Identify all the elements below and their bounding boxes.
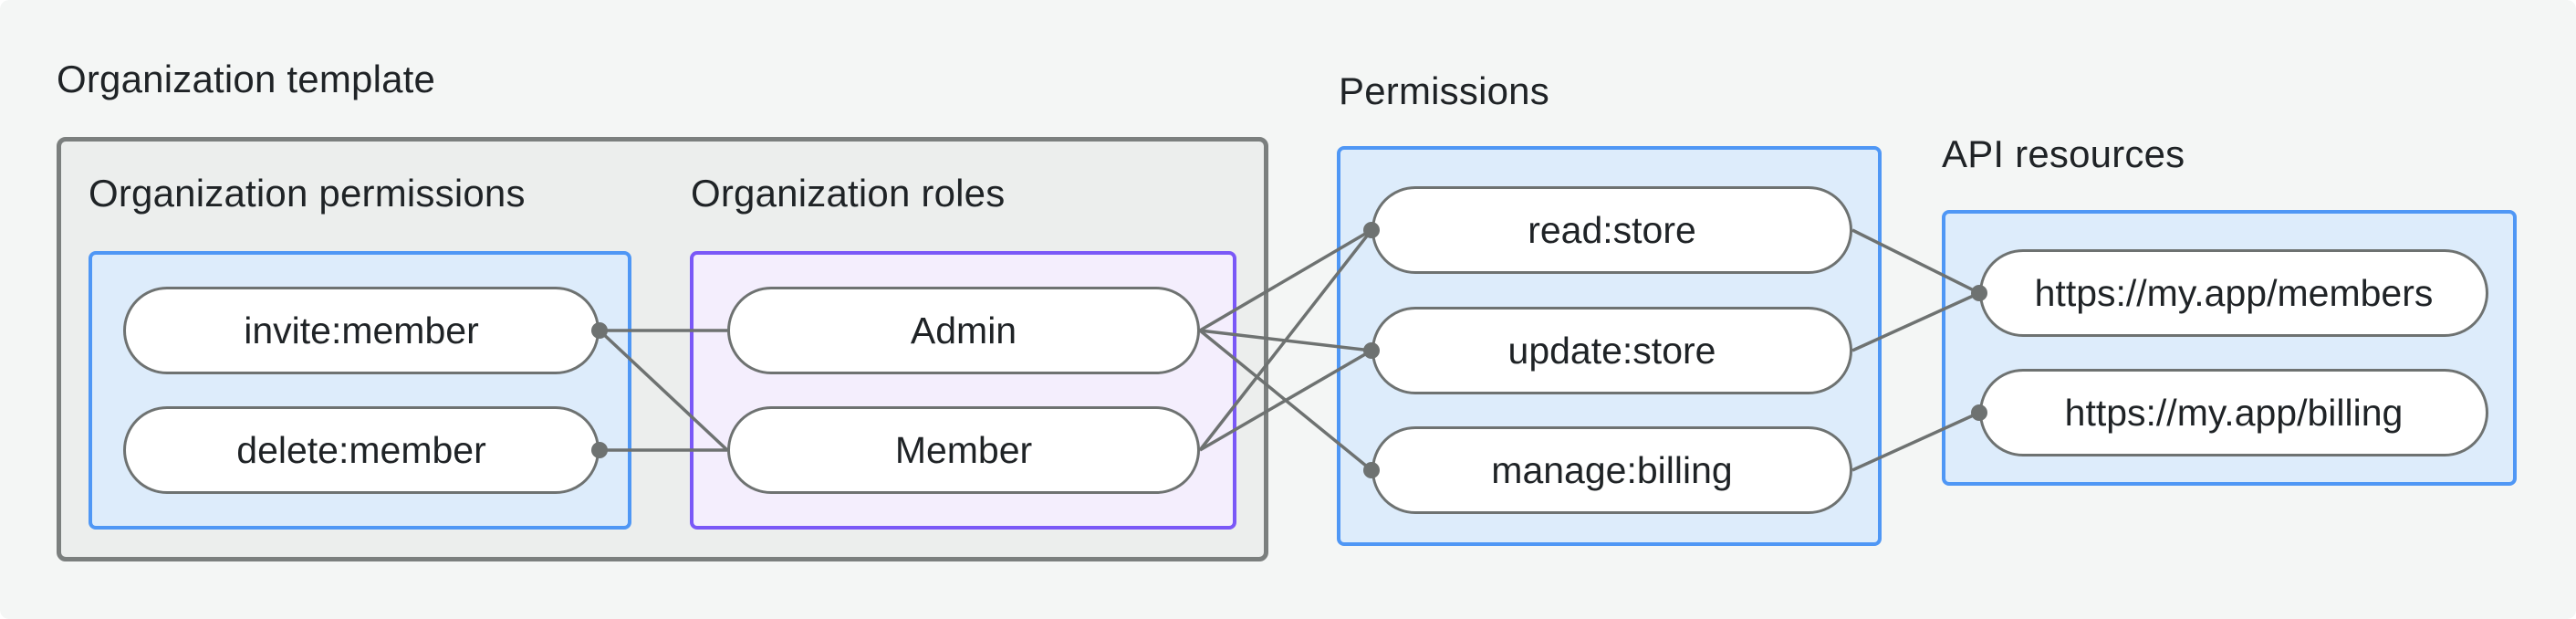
org-permissions-label: Organization permissions [89, 172, 526, 215]
org-roles-label: Organization roles [691, 172, 1006, 215]
node-update-store: update:store [1371, 307, 1852, 394]
api-resources-label: API resources [1942, 132, 2185, 175]
permissions-label: Permissions [1339, 69, 1549, 112]
node-api-members: https://my.app/members [1979, 249, 2488, 337]
node-invite-member: invite:member [123, 287, 600, 374]
org-template-label: Organization template [57, 58, 436, 100]
node-manage-billing: manage:billing [1371, 426, 1852, 514]
node-api-billing: https://my.app/billing [1979, 369, 2488, 456]
node-read-store: read:store [1371, 186, 1852, 274]
node-member-role: Member [727, 406, 1200, 494]
node-admin-role: Admin [727, 287, 1200, 374]
node-delete-member: delete:member [123, 406, 600, 494]
